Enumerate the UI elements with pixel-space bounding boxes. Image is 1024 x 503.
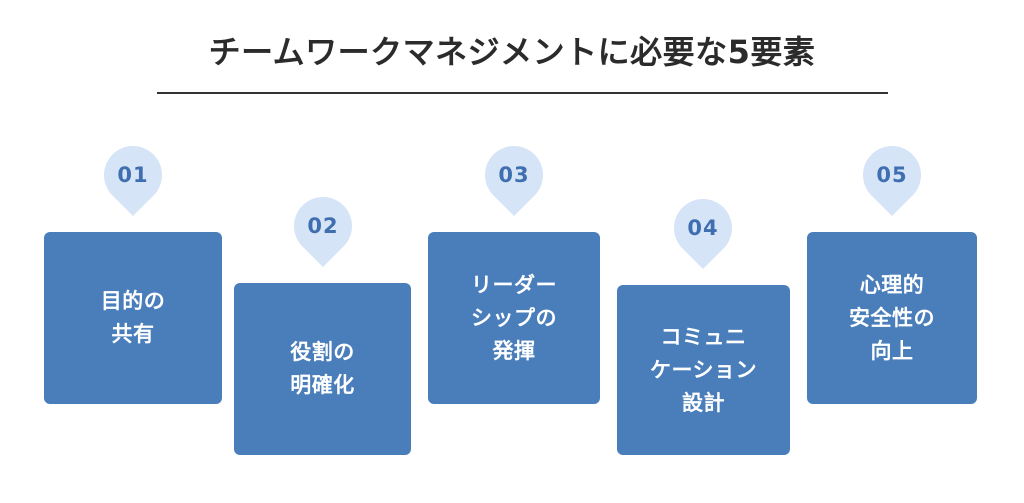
- pin-marker-03: 03: [472, 133, 556, 228]
- step-card-04[interactable]: コミュニ ケーション 設計: [617, 285, 790, 455]
- step-card-label-01: 目的の 共有: [100, 289, 166, 346]
- step-card-label-04: コミュニ ケーション 設計: [649, 324, 758, 415]
- teardrop-pin-icon-03: 03: [472, 133, 556, 217]
- step-card-02[interactable]: 役割の 明確化: [234, 283, 411, 455]
- teardrop-pin-icon-05: 05: [850, 133, 934, 217]
- step-card-05[interactable]: 心理的 安全性の 向上: [807, 232, 977, 404]
- page-title-text: チームワークマネジメントに必要な5要素: [208, 33, 816, 71]
- pin-number-03: 03: [498, 162, 530, 187]
- title-divider: [157, 92, 888, 94]
- pin-marker-02: 02: [281, 184, 365, 279]
- step-card-01[interactable]: 目的の 共有: [44, 232, 222, 404]
- pin-number-02: 02: [307, 213, 339, 238]
- pin-marker-01: 01: [91, 133, 175, 228]
- pin-marker-04: 04: [661, 186, 745, 281]
- step-card-03[interactable]: リーダー シップの 発揮: [428, 232, 600, 404]
- pin-number-05: 05: [876, 162, 908, 187]
- step-card-label-05: 心理的 安全性の 向上: [849, 272, 935, 363]
- teardrop-pin-icon-01: 01: [91, 133, 175, 217]
- pin-number-01: 01: [117, 162, 149, 187]
- teardrop-pin-icon-04: 04: [661, 186, 745, 270]
- teardrop-pin-icon-02: 02: [281, 184, 365, 268]
- pin-number-04: 04: [687, 215, 719, 240]
- page-title: チームワークマネジメントに必要な5要素: [0, 30, 1024, 94]
- step-card-label-03: リーダー シップの 発揮: [471, 272, 557, 363]
- step-card-label-02: 役割の 明確化: [290, 340, 355, 397]
- pin-marker-05: 05: [850, 133, 934, 228]
